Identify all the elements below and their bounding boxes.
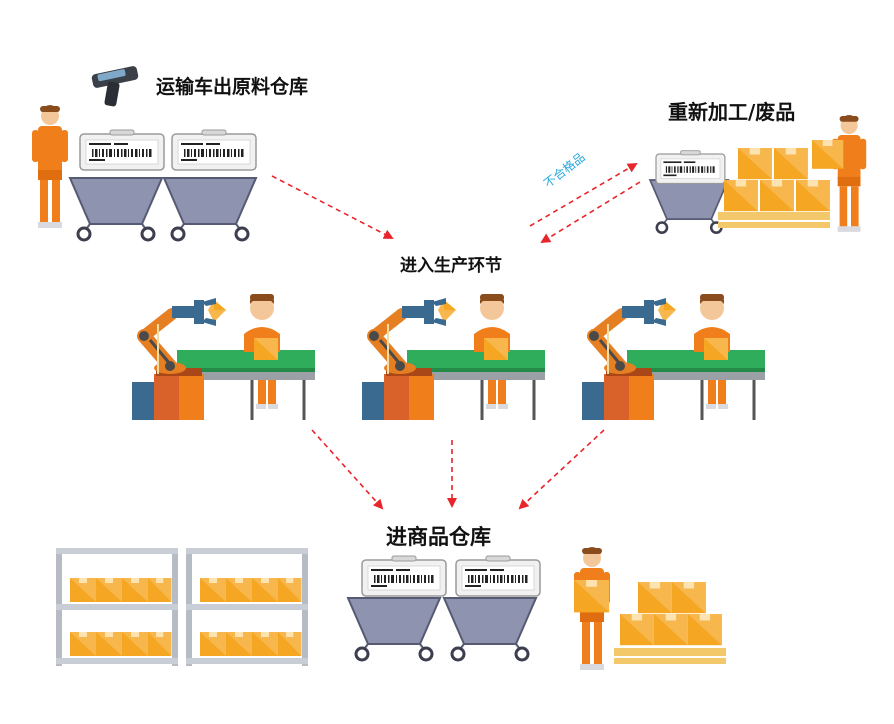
cart-icon (648, 178, 730, 234)
box-stack-icon (718, 148, 830, 228)
flow-arrows (271, 162, 641, 510)
worker-icon (832, 115, 867, 232)
esl-tag-icon (655, 150, 726, 185)
esl-tag-icon (455, 555, 541, 597)
esl-tag-icon (361, 555, 447, 597)
robot-arm-station (582, 294, 765, 420)
cart-icon (442, 596, 538, 662)
cart-icon (68, 176, 164, 242)
rework-scrap-label: 重新加工/废品 (668, 100, 796, 124)
esl-tag-icon (79, 129, 165, 171)
esl-tag-icon (171, 129, 257, 171)
goods-warehouse-label: 进商品仓库 (386, 525, 491, 549)
robot-arm-station (132, 294, 315, 420)
handheld-scanner-icon (91, 66, 139, 107)
arrow-raw-to-production (271, 175, 394, 239)
enter-production-label: 进入生产环节 (400, 256, 502, 276)
arrow-rework-to-production (540, 181, 641, 244)
shelf-icon (186, 548, 308, 666)
arrow-station3-to-goods (518, 429, 605, 510)
cart-icon (162, 176, 258, 242)
box-icon (812, 140, 844, 169)
raw-material-warehouse-label: 运输车出原料仓库 (156, 76, 309, 98)
robot-arm-station (362, 294, 545, 420)
box-icon (574, 580, 610, 613)
shelf-icon (56, 548, 178, 666)
arrow-station1-to-goods (311, 429, 384, 510)
worker-icon (32, 105, 68, 228)
arrow-production-to-rework (529, 162, 638, 227)
pallet-icon (614, 582, 726, 664)
cart-icon (346, 596, 442, 662)
